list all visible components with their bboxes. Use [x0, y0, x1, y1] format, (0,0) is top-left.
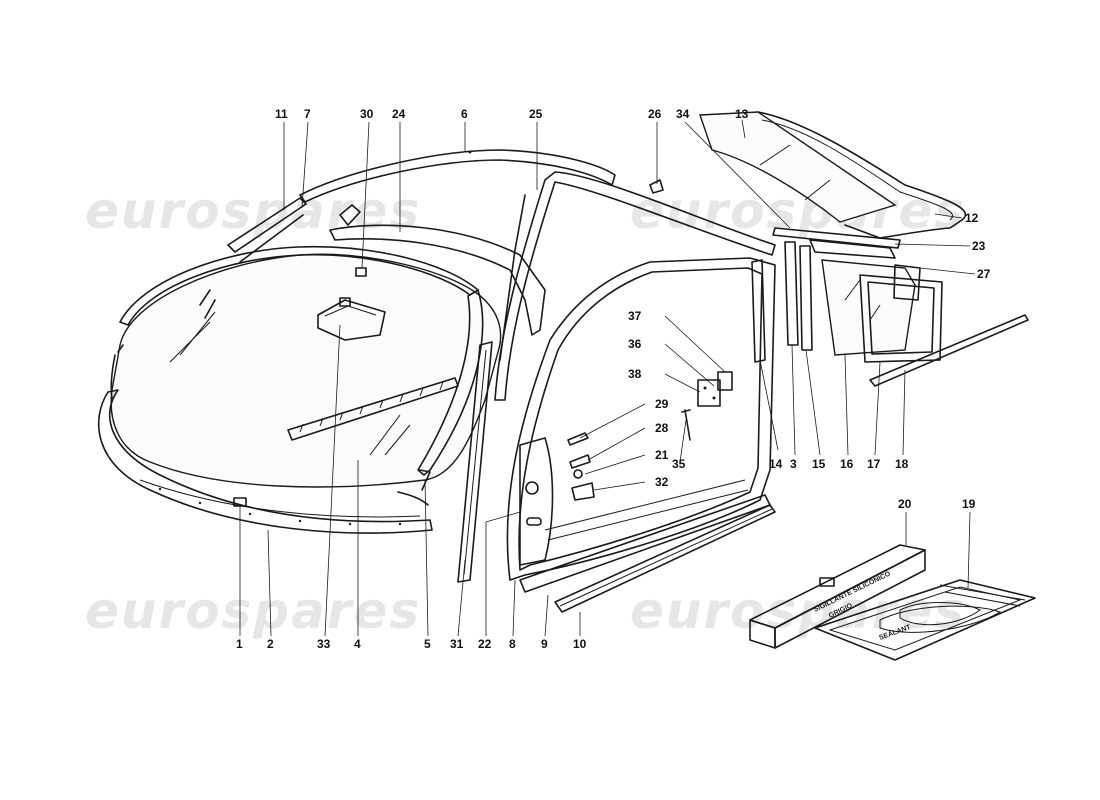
part-label-3: 3	[790, 457, 797, 471]
part-label-24: 24	[392, 107, 406, 121]
part-label-19: 19	[962, 497, 976, 511]
interior-mirror	[317, 297, 386, 341]
roof-trim-strips	[199, 197, 546, 336]
part-label-30: 30	[360, 107, 374, 121]
roof-clip	[355, 267, 367, 277]
door-pillar-seal	[751, 259, 766, 363]
part-label-35: 35	[672, 457, 686, 471]
part-label-32: 32	[655, 475, 669, 489]
lower-cowl-seal	[97, 389, 433, 534]
watermark-text: eurospares	[630, 582, 966, 640]
part-label-37: 37	[628, 309, 642, 323]
door-plate	[519, 437, 554, 566]
part-labels: 11 7 30 24 6 25 26 34 13 12 23 27 37 36 …	[236, 107, 991, 651]
quarter-window	[821, 259, 943, 363]
quarter-seals	[772, 227, 901, 351]
door-frame-seal	[494, 171, 776, 401]
part-label-10: 10	[573, 637, 587, 651]
part-label-9: 9	[541, 637, 548, 651]
part-label-12: 12	[965, 211, 979, 225]
watermark-layer: eurospares eurospares eurospares eurospa…	[85, 182, 966, 640]
part-label-11: 11	[275, 107, 288, 121]
part-label-2: 2	[267, 637, 274, 651]
part-label-23: 23	[972, 239, 986, 253]
part-label-7: 7	[304, 107, 311, 121]
part-label-14: 14	[769, 457, 783, 471]
watermark-text: eurospares	[85, 182, 421, 240]
part-label-27: 27	[977, 267, 991, 281]
part-label-22: 22	[478, 637, 492, 651]
part-label-13: 13	[735, 107, 749, 121]
part-label-1: 1	[236, 637, 243, 651]
part-label-21: 21	[655, 448, 669, 462]
door-inner-frame	[506, 257, 776, 581]
part-label-6: 6	[461, 107, 468, 121]
part-label-4: 4	[354, 637, 361, 651]
quarter-lower-strip	[869, 314, 1029, 387]
part-label-16: 16	[840, 457, 854, 471]
windscreen-upper-trim	[110, 245, 484, 506]
part-label-31: 31	[450, 637, 464, 651]
part-label-17: 17	[867, 457, 881, 471]
rear-window	[699, 111, 967, 239]
part-label-38: 38	[628, 367, 642, 381]
part-label-8: 8	[509, 637, 516, 651]
part-label-20: 20	[898, 497, 912, 511]
door-hardware	[567, 371, 733, 501]
part-label-26: 26	[648, 107, 662, 121]
part-label-28: 28	[655, 421, 669, 435]
part-label-25: 25	[529, 107, 543, 121]
part-label-33: 33	[317, 637, 331, 651]
part-label-5: 5	[424, 637, 431, 651]
part-label-36: 36	[628, 337, 642, 351]
part-label-18: 18	[895, 457, 909, 471]
door-sill-strips	[519, 494, 776, 613]
leader-lines	[239, 119, 976, 637]
pillar-seals	[419, 341, 493, 583]
part-label-29: 29	[655, 397, 669, 411]
watermark-text: eurospares	[85, 582, 421, 640]
part-label-34: 34	[676, 107, 690, 121]
part-label-15: 15	[812, 457, 826, 471]
